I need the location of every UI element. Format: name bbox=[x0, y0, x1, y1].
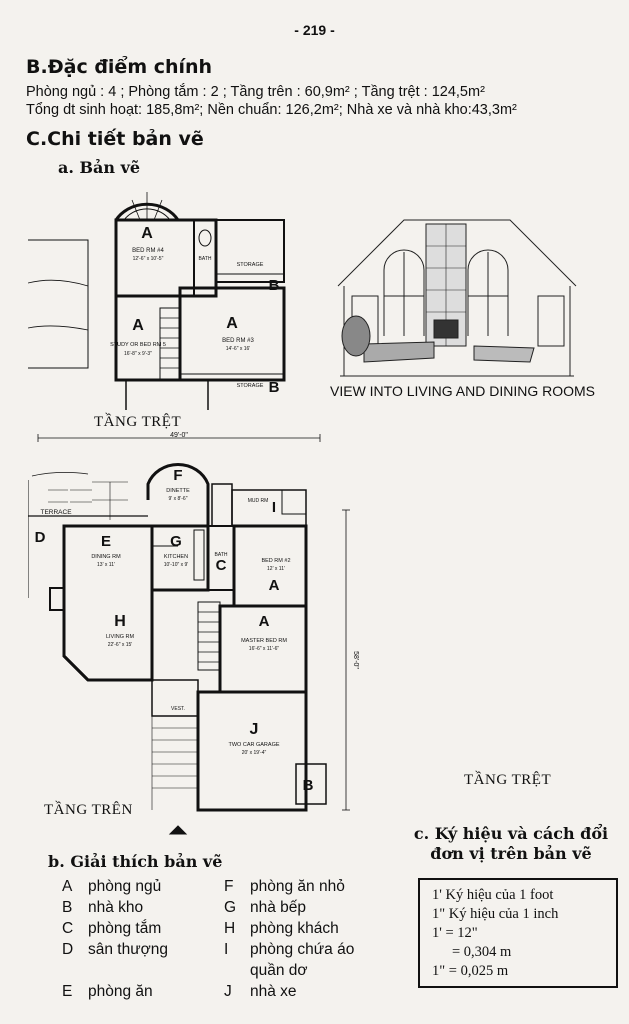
room-letter: H bbox=[114, 613, 126, 630]
room-name: STUDY OR BED RM 5 bbox=[110, 342, 166, 348]
unit-line: 1" Ký hiệu của 1 inch bbox=[432, 906, 559, 922]
storage-label: STORAGE bbox=[237, 383, 264, 389]
terrace-mark: D bbox=[35, 529, 46, 546]
subsection-a-title: a. Bản vẽ bbox=[58, 158, 141, 177]
room-letter: J bbox=[250, 721, 259, 738]
unit-line: 1' = 12" bbox=[432, 925, 478, 941]
mud-room-label: MUD RM bbox=[248, 498, 269, 504]
room-name: DINING RM bbox=[91, 554, 121, 560]
terrace-label: TERRACE bbox=[40, 509, 72, 516]
room-name: DINETTE bbox=[166, 488, 190, 494]
spec-line-1: Phòng ngủ : 4 ; Phòng tắm : 2 ; Tầng trê… bbox=[26, 84, 485, 100]
room-size: 16'-8" x 9'-3" bbox=[124, 351, 152, 357]
legend-item: quần dơ bbox=[250, 962, 308, 979]
bath-mark: C bbox=[216, 557, 227, 574]
room-letter: A bbox=[226, 315, 238, 332]
room-letter: A bbox=[259, 613, 270, 630]
depth-dimension: 58'-0" bbox=[352, 651, 359, 669]
bath-label: BATH bbox=[215, 552, 228, 558]
storage-mark: B bbox=[303, 777, 314, 794]
unit-line: 1" = 0,025 m bbox=[432, 963, 509, 979]
spec-line-2: Tổng dt sinh hoạt: 185,8m²; Nền chuẩn: 1… bbox=[26, 102, 517, 118]
lower-floor-plan: 49'-0" 58'-0" TERRACE D F DINETTE 9' x 8… bbox=[28, 432, 359, 835]
section-c-title: C.Chi tiết bản vẽ bbox=[26, 128, 204, 150]
room-letter: A bbox=[141, 225, 153, 242]
living-room-sketch bbox=[337, 219, 577, 377]
room-letter: G bbox=[170, 533, 182, 550]
units-title-line-2: đơn vị trên bản vẽ bbox=[430, 844, 592, 863]
room-letter: F bbox=[173, 467, 182, 484]
width-dimension: 49'-0" bbox=[170, 432, 188, 439]
room-letter: E bbox=[101, 533, 111, 550]
room-size: 22'-6" x 15' bbox=[108, 642, 133, 648]
upper-floor-plan: A BED RM #4 12'-6" x 10'-5" BATH STORAGE… bbox=[28, 192, 286, 410]
room-size: 14'-6" x 16' bbox=[226, 346, 251, 352]
room-size: 10'-10" x 9' bbox=[164, 562, 189, 568]
unit-line: 1' Ký hiệu của 1 foot bbox=[432, 887, 554, 903]
sketch-caption: VIEW INTO LIVING AND DINING ROOMS bbox=[330, 383, 595, 399]
unit-line: = 0,304 m bbox=[452, 944, 512, 960]
room-size: 20' x 19'-4" bbox=[242, 750, 267, 756]
room-size: 12'-6" x 10'-5" bbox=[133, 256, 164, 262]
room-name: TWO CAR GARAGE bbox=[228, 742, 279, 748]
mud-room-mark: I bbox=[272, 499, 276, 516]
room-name: KITCHEN bbox=[164, 554, 188, 560]
room-letter: A bbox=[269, 577, 280, 594]
legend-title: b. Giải thích bản vẽ bbox=[48, 852, 223, 871]
room-size: 12' x 11' bbox=[267, 566, 285, 572]
storage-mark: B bbox=[269, 379, 280, 396]
lower-plan-floor-label: TẦNG TRÊN bbox=[44, 802, 133, 818]
room-name: LIVING RM bbox=[106, 634, 135, 640]
units-title-line-1: c. Ký hiệu và cách đổi bbox=[413, 824, 609, 843]
storage-label: STORAGE bbox=[237, 262, 264, 268]
room-letter: A bbox=[132, 317, 144, 334]
room-name: MASTER BED RM bbox=[241, 638, 287, 644]
storage-mark: B bbox=[269, 277, 280, 294]
room-size: 16'-6" x 11'-6" bbox=[249, 646, 280, 652]
bath-label: BATH bbox=[199, 256, 212, 262]
room-size: 9' x 8'-6" bbox=[169, 496, 188, 502]
room-name: BED RM #3 bbox=[222, 338, 254, 344]
room-size: 13' x 11' bbox=[97, 562, 115, 568]
units-box: 1' Ký hiệu của 1 foot 1" Ký hiệu của 1 i… bbox=[418, 878, 618, 988]
page-number: - 219 - bbox=[294, 22, 335, 38]
upper-plan-floor-label: TẦNG TRỆT bbox=[94, 414, 182, 430]
room-name: BED RM #4 bbox=[132, 248, 164, 254]
right-floor-label: TẦNG TRỆT bbox=[464, 772, 552, 788]
room-name: BED RM #2 bbox=[261, 558, 290, 564]
section-b-title: B.Đặc điểm chính bbox=[26, 56, 213, 78]
vestibule-label: VEST. bbox=[171, 706, 185, 712]
